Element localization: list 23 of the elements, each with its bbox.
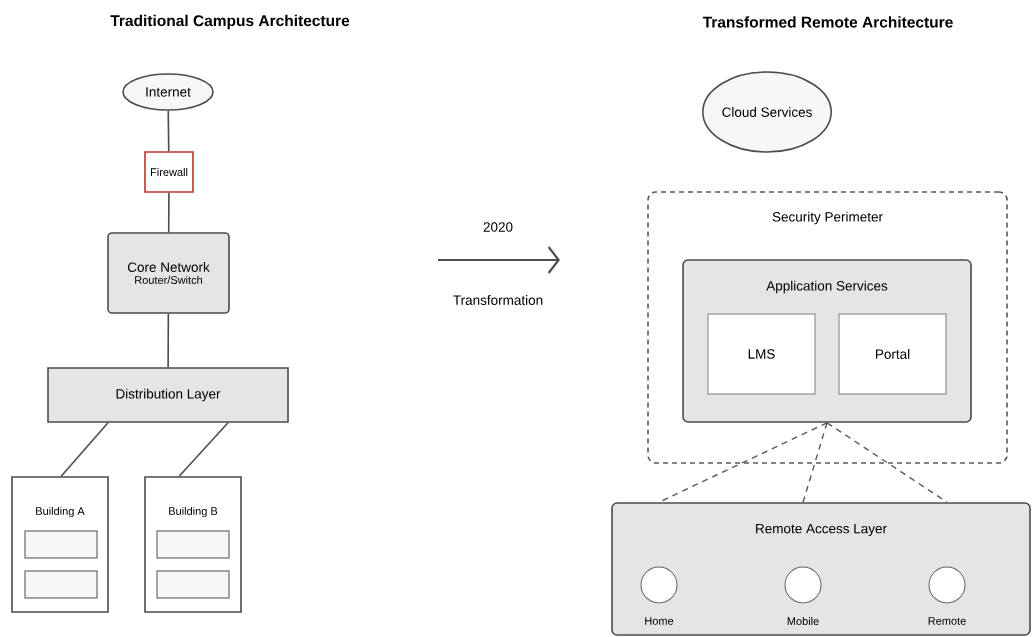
- firewall-box: Firewall: [144, 151, 194, 193]
- room-box: [156, 530, 230, 559]
- connector-line: [167, 192, 170, 233]
- arrow-label: 2020: [483, 222, 513, 232]
- connector-line: [178, 422, 229, 477]
- connector-line: [167, 110, 170, 152]
- connector-line: [60, 422, 109, 477]
- arrow-label: Transformation: [453, 295, 543, 305]
- service-box: LMS: [707, 313, 816, 395]
- node-label: Remote: [928, 617, 966, 625]
- layer-box: Distribution Layer: [47, 367, 289, 423]
- network-box: Core Network Router/Switch: [107, 232, 230, 314]
- connector-line: [802, 422, 828, 503]
- section-title: Transformed Remote Architecture: [702, 16, 953, 28]
- node-label: Home: [645, 617, 674, 625]
- section-title: Traditional Campus Architecture: [110, 14, 350, 30]
- room-box: [156, 570, 230, 599]
- room-box: [24, 530, 98, 559]
- room-box: [24, 570, 98, 599]
- node-label: Mobile: [787, 616, 819, 626]
- service-box: Portal: [838, 313, 947, 395]
- connector-line: [826, 422, 948, 503]
- connector-line: [167, 313, 170, 368]
